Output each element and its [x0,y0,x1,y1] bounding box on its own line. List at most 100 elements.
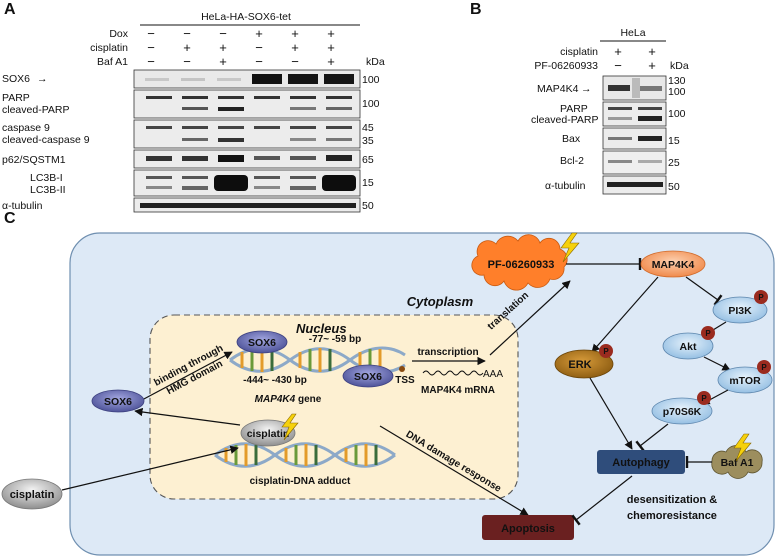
condition-sign: − [219,26,227,41]
band [290,107,316,110]
p70s6k-node [651,397,713,425]
condition-label: cisplatin [90,42,128,54]
band [290,156,316,160]
panel-b-blots: MAP4K4 → 130 100 PARP cleaved-PARP 100 B… [531,75,686,195]
condition-label: cisplatin [560,46,598,58]
band [182,107,208,110]
translation-arrow [489,280,571,356]
phospho-label: P [705,329,711,338]
inhibitor-cloud [471,234,568,291]
akt-label: Akt [680,341,697,353]
pi3k-node [712,296,768,324]
band [632,78,640,98]
erk-node [554,349,614,379]
band [290,176,316,179]
pi3k-label: PI3K [728,305,752,317]
condition-sign: − [147,54,155,69]
band [608,117,632,120]
cisplatin-label: cisplatin [247,428,290,440]
lightning-icon [560,232,580,263]
condition-sign: + [183,40,191,55]
band [638,136,662,141]
phospho-badge [599,344,613,358]
condition-sign: + [327,54,335,69]
map4k4-label: MAP4K4 [652,259,695,271]
autophagy-label: Autophagy [612,457,670,469]
panel-b-sign-grid: ++−+ [614,44,656,73]
sox6-label: SOX6 [104,396,132,408]
blot-label: cleaved-PARP [531,114,599,126]
blot-lc3b: LC3B-I LC3B-II 15 [30,169,374,197]
band [608,85,630,91]
condition-sign: − [255,40,263,55]
band [254,176,280,179]
band [608,107,632,110]
sox6-bound-downstream [342,364,394,388]
blot-parp: PARP cleaved-PARP 100 [2,89,380,119]
mtor-node [717,366,773,394]
tss-label: TSS [395,375,415,386]
lightning-icon [733,433,752,462]
blot-tubulin-b: α-tubulin 50 [545,175,680,195]
blot-label: Bax [562,133,581,145]
akt-mtor-arrow [703,356,731,371]
band [322,175,356,191]
panel-a-kda-label: kDa [366,56,385,68]
blot-p62: p62/SQSTM1 65 [2,149,374,169]
condition-sign: − [183,54,191,69]
blot-frame [602,127,667,150]
mw-marker: 50 [668,181,680,193]
upstream-region-label: -77~ -59 bp [309,334,362,345]
band-arrow: → [581,83,592,95]
blot-label: MAP4K4 [537,83,579,95]
band [214,175,248,191]
autophagy-node [597,450,685,474]
cisplatin-bound [240,419,296,447]
cisplatin-label: cisplatin [10,489,55,501]
band [146,176,172,179]
band [146,156,172,161]
cisplatin-extracellular [1,478,63,510]
blot-bax: Bax 15 [562,127,680,150]
mrna-polya-tail: AAA [483,369,503,380]
erk-label: ERK [568,359,591,371]
band [326,107,352,110]
sox6-cytoplasmic [91,389,145,413]
outcome-label: desensitization & [627,494,718,506]
blot-label: SOX6 [2,73,30,85]
band [326,138,352,141]
blot-label: caspase 9 [2,122,50,134]
panel-b-letter: B [470,1,482,18]
panel-a-letter: A [4,1,16,18]
panel-c-letter: C [4,210,16,227]
band [182,186,208,190]
mw-marker: 25 [668,157,680,169]
band [638,107,662,110]
condition-label: Dox [109,28,128,40]
condition-label: PF-06260933 [534,60,598,72]
blot-label: PARP [2,92,30,104]
band [218,126,244,129]
condition-sign: + [648,44,656,59]
lightning-icon [281,413,299,441]
blot-bcl2: Bcl-2 25 [560,150,680,175]
mw-marker: 50 [362,200,374,212]
dna-damage-arrow [379,425,529,516]
blot-frame [133,89,361,119]
band [218,138,244,142]
blot-label: LC3B-II [30,184,66,196]
cytoplasm-label: Cytoplasm [407,294,474,309]
band [218,107,244,111]
mw-marker: 65 [362,154,374,166]
map4k4-node [640,250,706,278]
band [326,155,352,161]
panel-a-conditions: Dox cisplatin Baf A1 −−−+++−++−++−−+−−+ [90,26,335,69]
mw-marker: 100 [668,86,686,98]
band [326,126,352,129]
mw-marker: 35 [362,135,374,147]
condition-sign: + [327,26,335,41]
band [640,86,662,91]
band [638,160,662,163]
nucleus-label: Nucleus [296,321,347,336]
